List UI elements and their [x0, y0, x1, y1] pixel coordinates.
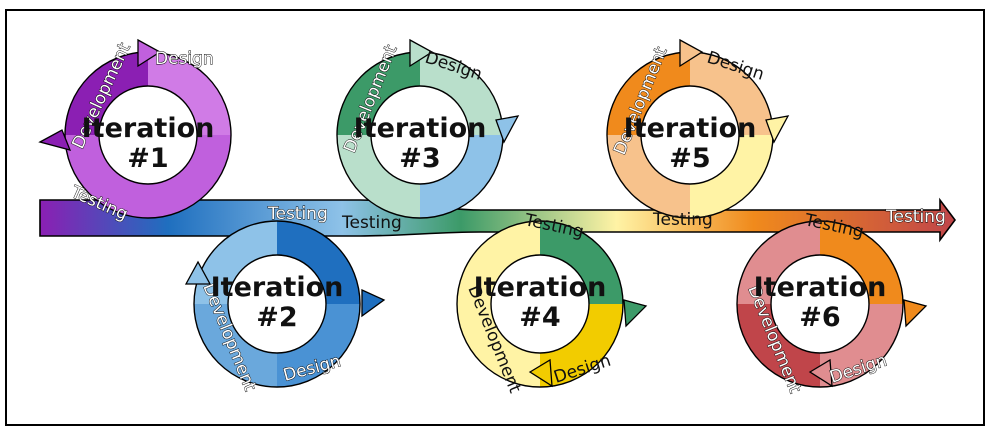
iteration-5-testing-arc [689, 134, 773, 218]
band-testing-label-end: Testing [885, 207, 946, 227]
iteration-1-design-arc [147, 52, 231, 136]
iteration-6-development-arc [737, 303, 821, 387]
iteration-1-arrowhead-left [38, 129, 72, 151]
iteration-1-center [98, 85, 198, 185]
iteration-2-arrowhead-left [184, 260, 212, 285]
iteration-4-testing-arc [539, 221, 623, 305]
iteration-2-center [227, 254, 327, 354]
iteration-2-outer-outline [193, 220, 361, 388]
iteration-3-development-arc [337, 52, 421, 136]
iteration-6-number: #6 [799, 302, 840, 333]
iteration-2-number: #2 [256, 302, 297, 333]
iteration-4-title: Iteration [474, 272, 607, 303]
iteration-3-testing-label: Testing [341, 213, 402, 233]
iteration-2-title: Iteration [211, 272, 344, 303]
iteration-6-center [770, 254, 870, 354]
iteration-2-design-arc [276, 303, 360, 387]
iteration-5-arrowhead-right [765, 115, 790, 144]
iteration-2-testing-arc [276, 221, 360, 305]
iteration-4-loop: Testing Development Design Iteration #4 [456, 210, 648, 396]
iteration-3-loop: Design Development Testing Iteration #3 [336, 38, 520, 233]
iteration-5-number: #5 [669, 143, 710, 174]
iteration-6-arrowhead-bottom [808, 358, 833, 388]
iteration-4-arrowhead-bottom [528, 358, 553, 388]
iteration-1-design-label: Design [155, 49, 214, 69]
iteration-5-title: Iteration [624, 113, 757, 144]
iteration-2-development-arc [194, 303, 278, 387]
iteration-5-arrowhead-top [679, 38, 704, 68]
iteration-6-testing-arc [819, 221, 903, 305]
iteration-1-development-arc [65, 52, 149, 136]
iteration-6-outer-outline [736, 220, 904, 388]
iteration-3-number: #3 [399, 143, 440, 174]
iteration-6-arrowhead-right [903, 299, 928, 328]
iteration-3-arrowhead-right [495, 115, 520, 144]
iteration-2-loop: Testing Development Design Iteration #2 [184, 204, 386, 395]
iteration-2-testing-label: Testing [267, 204, 328, 224]
iteration-1-title: Iteration [82, 113, 215, 144]
iteration-3-arrowhead-top [409, 38, 434, 68]
iteration-1-number: #1 [127, 143, 168, 174]
iteration-3-testing-arc [419, 134, 503, 218]
iteration-5-development-arc [607, 52, 691, 136]
iteration-4-center [490, 254, 590, 354]
iteration-4-outer-outline [456, 220, 624, 388]
iteration-2-arrowhead-right [361, 288, 386, 318]
iteration-4-arrowhead-right [623, 299, 648, 328]
iteration-3-center [370, 85, 470, 185]
iteration-1-arrowhead-top [137, 38, 162, 68]
iteration-4-number: #4 [519, 302, 560, 333]
iteration-5-center [640, 85, 740, 185]
iteration-6-title: Iteration [754, 272, 887, 303]
iteration-5-testing-label: Testing [652, 210, 713, 230]
iteration-3-title: Iteration [354, 113, 487, 144]
iteration-4-design-arc [539, 303, 623, 387]
